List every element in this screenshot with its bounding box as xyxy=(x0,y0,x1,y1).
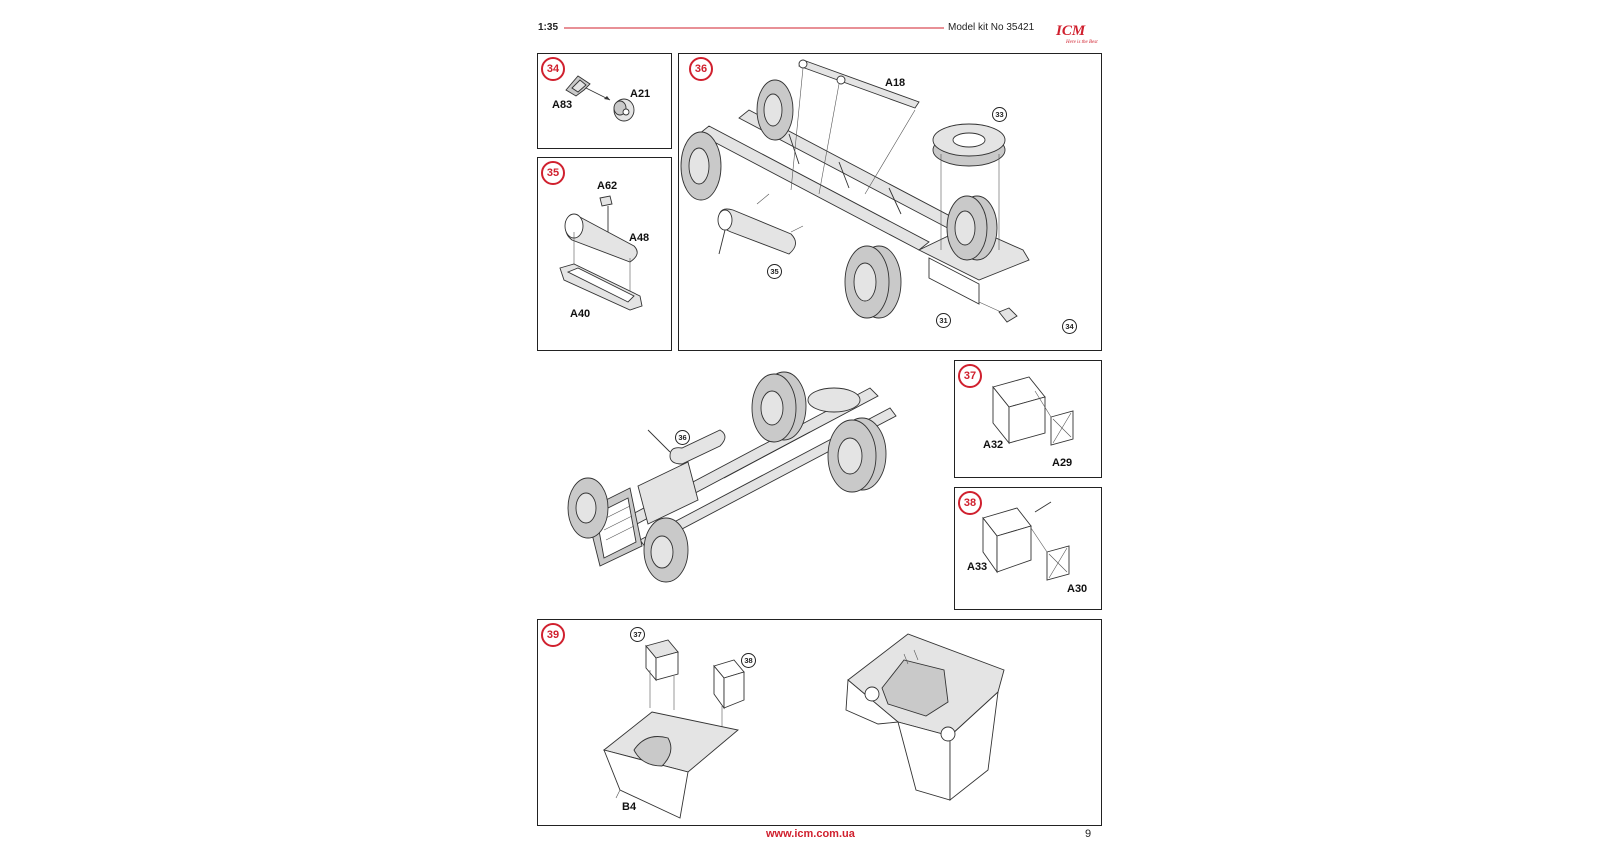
kit-number: Model kit No 35421 xyxy=(948,22,1035,33)
ref-37: 37 xyxy=(630,627,645,642)
part-label-a18: A18 xyxy=(885,77,906,89)
step-34-drawing xyxy=(565,75,635,122)
part-label-a21: A21 xyxy=(630,88,651,100)
spare-wheel xyxy=(932,123,1006,167)
part-label-a62: A62 xyxy=(597,180,618,192)
front-wheel-upper xyxy=(756,79,794,141)
step-37-badge: 37 xyxy=(958,364,982,388)
step-38-drawing xyxy=(982,501,1070,581)
part-label-a29: A29 xyxy=(1052,457,1073,469)
part-label-a40: A40 xyxy=(570,308,591,320)
icm-logo: ICM Here is the Best xyxy=(1055,23,1098,45)
website-url: www.icm.com.ua xyxy=(766,828,855,840)
part-label-a33: A33 xyxy=(967,561,988,573)
part-label-a48: A48 xyxy=(629,232,650,244)
part-label-a30: A30 xyxy=(1067,583,1088,595)
ref-34: 34 xyxy=(1062,319,1077,334)
scale-label: 1:35 xyxy=(538,22,559,33)
svg-text:ICM: ICM xyxy=(1055,23,1086,39)
step-34-panel: 34 A83 A21 xyxy=(537,53,672,149)
step-38-badge: 38 xyxy=(958,491,982,515)
ref-33: 33 xyxy=(992,107,1007,122)
step-37-drawing xyxy=(992,376,1074,446)
part-label-a32: A32 xyxy=(983,439,1004,451)
rear-wheel-upper xyxy=(946,195,998,261)
step-39-drawing xyxy=(603,633,1005,819)
header-rule xyxy=(564,27,944,29)
svg-text:Here is the Best: Here is the Best xyxy=(1065,40,1098,45)
rear-wheel-lower xyxy=(844,245,902,319)
step-35-panel: 35 A62 A48 A40 xyxy=(537,157,672,351)
step-37-panel: 37 A32 A29 xyxy=(954,360,1102,478)
ref-35: 35 xyxy=(767,264,782,279)
step-38-panel: 38 A33 A30 xyxy=(954,487,1102,610)
ref-38: 38 xyxy=(741,653,756,668)
step-36-badge: 36 xyxy=(689,57,713,81)
step-36-panel: 36 xyxy=(678,53,1102,351)
step-34-badge: 34 xyxy=(541,57,565,81)
step-39-badge: 39 xyxy=(541,623,565,647)
page-number: 9 xyxy=(1085,828,1092,840)
chassis-assembly-drawing xyxy=(567,371,897,583)
front-wheel-pair xyxy=(680,131,722,201)
step-35-drawing xyxy=(559,195,643,311)
step-39-panel: 39 37 38 B4 xyxy=(537,619,1102,826)
step-36-drawing xyxy=(680,59,1030,323)
part-label-b4: B4 xyxy=(622,801,637,813)
ref-36: 36 xyxy=(675,430,690,445)
step-35-badge: 35 xyxy=(541,161,565,185)
ref-31: 31 xyxy=(936,313,951,328)
part-label-a83: A83 xyxy=(552,99,573,111)
